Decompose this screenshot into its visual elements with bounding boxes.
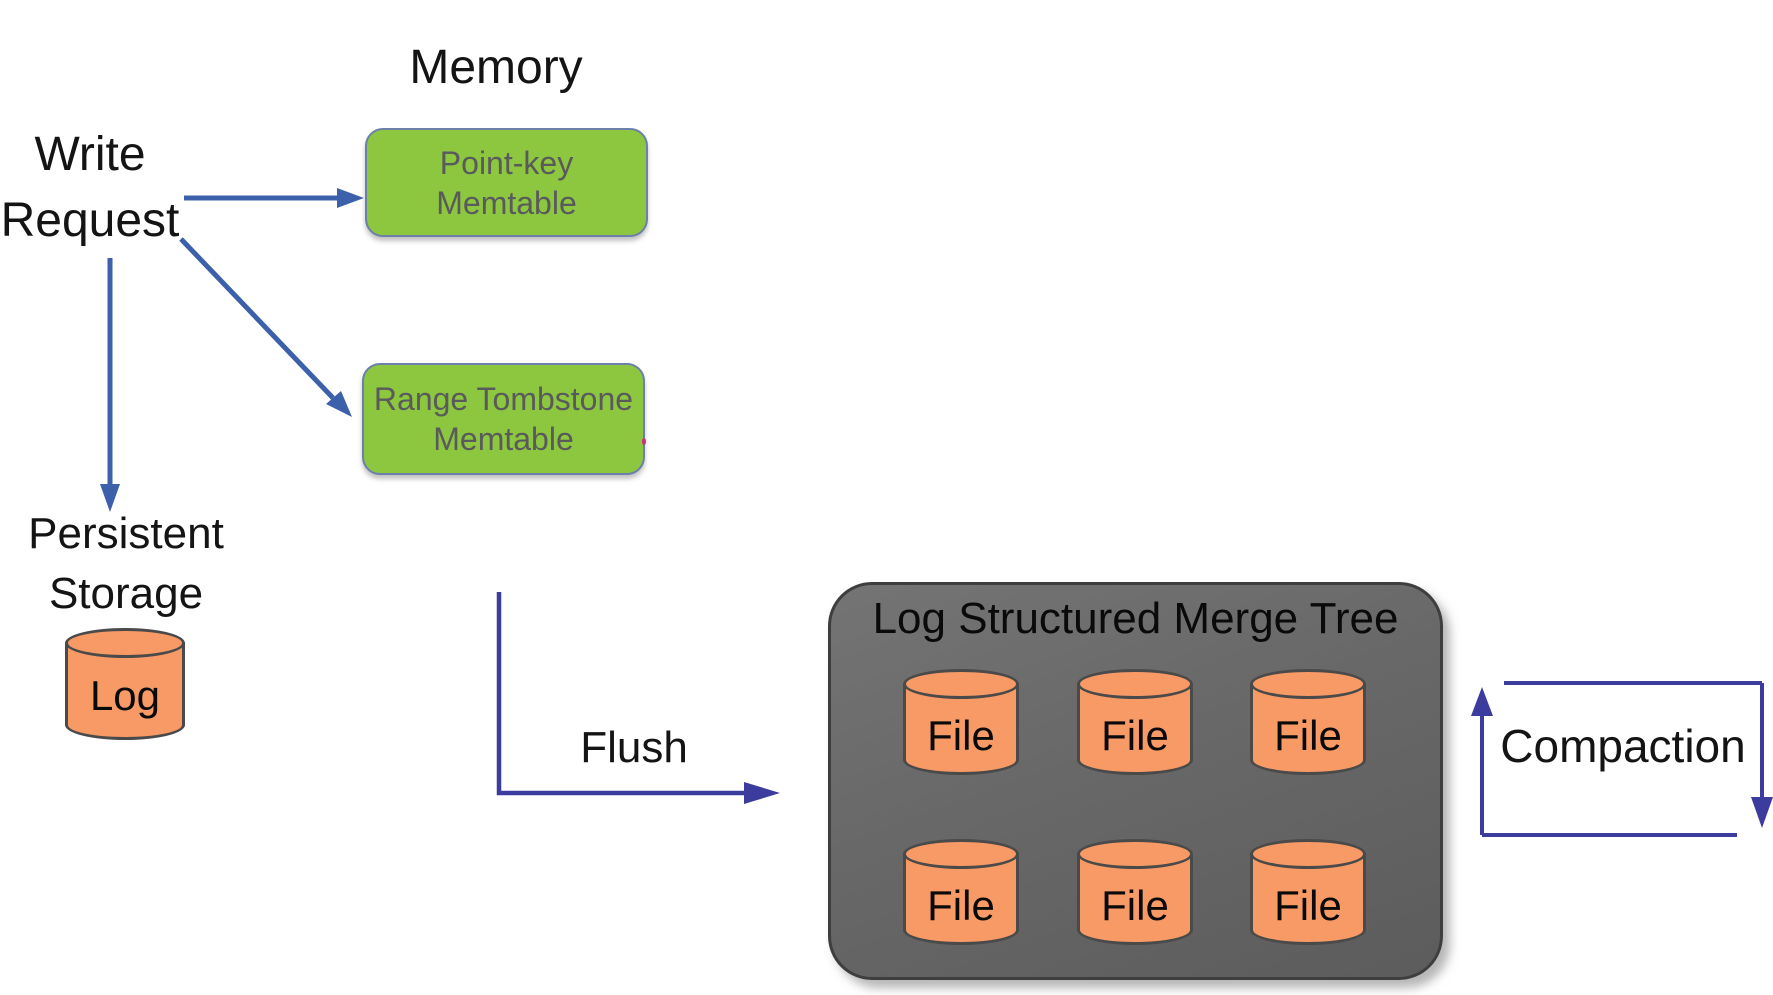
file-cylinder-label: File <box>1101 712 1169 759</box>
write-request-label: Write Request <box>1 122 180 254</box>
cylinder-top-ellipse <box>1250 839 1366 869</box>
range-tombstone-memtable-line1: Range Tombstone <box>373 381 634 417</box>
write-to-pointkey-arrow <box>184 188 364 208</box>
file-cylinder-label: File <box>1101 882 1169 929</box>
file-cylinder-label: File <box>1274 712 1342 759</box>
file-cylinder-label: File <box>927 712 995 759</box>
write-request-line1: Write <box>34 128 146 181</box>
cylinder-body <box>65 643 185 725</box>
memory-section-label: Memory <box>409 41 583 94</box>
persistent-storage-line2: Storage <box>48 569 204 618</box>
point-key-memtable-box: Point-key Memtable <box>365 128 648 237</box>
file-cylinder: File <box>1250 839 1366 945</box>
file-cylinder: File <box>1077 839 1193 945</box>
write-request-line2: Request <box>0 194 180 247</box>
point-key-memtable-line2: Memtable <box>436 184 577 221</box>
persistent-storage-line1: Persistent <box>28 509 224 558</box>
lsm-tree-box: Log Structured Merge Tree File File File… <box>828 582 1443 980</box>
file-cylinder: File <box>1250 669 1366 775</box>
range-tombstone-memtable-box: Range Tombstone Memtable <box>362 363 645 475</box>
cylinder-top-ellipse <box>1250 669 1366 699</box>
flush-arrow <box>496 592 780 804</box>
cylinder-body <box>1077 684 1193 760</box>
cylinder-top-ellipse <box>903 839 1019 869</box>
lsm-tree-title: Log Structured Merge Tree <box>872 594 1399 643</box>
file-cylinder-label: File <box>927 882 995 929</box>
flush-label: Flush <box>580 723 688 772</box>
file-cylinder: File <box>903 839 1019 945</box>
log-cylinder-label: Log <box>89 672 161 719</box>
cylinder-top-ellipse <box>1077 669 1193 699</box>
log-cylinder: Log <box>65 628 185 740</box>
compaction-label: Compaction <box>1500 720 1746 772</box>
range-tombstone-memtable-line2: Memtable <box>433 421 574 457</box>
write-to-persistent-arrow <box>100 258 120 512</box>
cylinder-top-ellipse <box>1077 839 1193 869</box>
stray-pixel-artifact <box>642 438 646 445</box>
cylinder-top-ellipse <box>903 669 1019 699</box>
file-cylinder: File <box>1077 669 1193 775</box>
file-cylinder-label: File <box>1274 882 1342 929</box>
write-to-rangetombstone-arrow <box>179 237 352 417</box>
persistent-storage-label: Persistent Storage <box>28 504 224 624</box>
cylinder-top-ellipse <box>65 628 185 658</box>
point-key-memtable-line1: Point-key <box>439 144 574 181</box>
file-cylinder: File <box>903 669 1019 775</box>
